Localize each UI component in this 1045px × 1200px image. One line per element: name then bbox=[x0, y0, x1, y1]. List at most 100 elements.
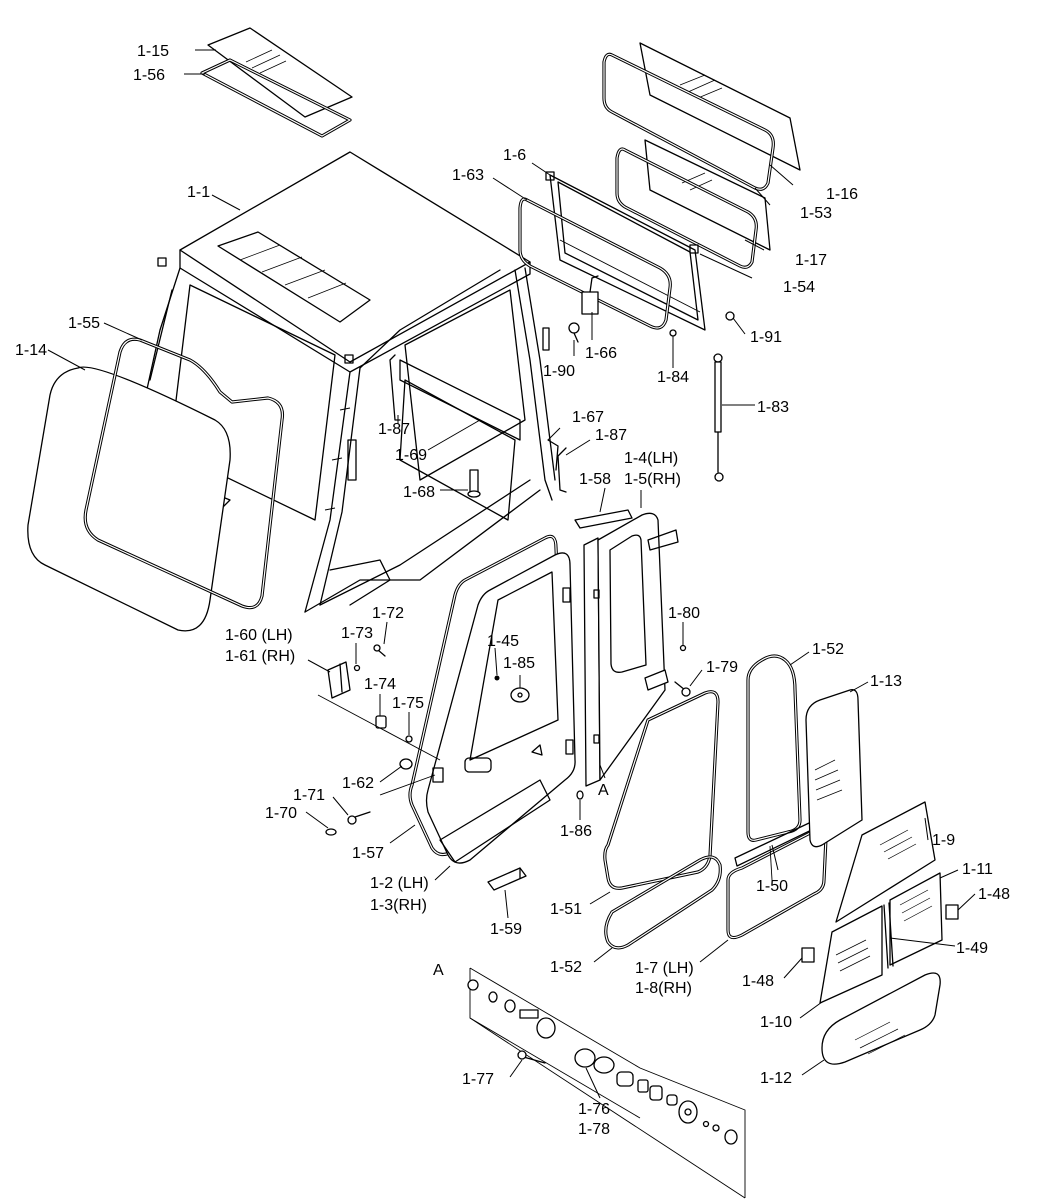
label-1-9: 1-9 bbox=[932, 832, 955, 849]
screw-1-45 bbox=[494, 675, 500, 681]
label-1-3-rh: 1-3(RH) bbox=[370, 897, 427, 914]
label-1-54: 1-54 bbox=[783, 279, 815, 296]
label-1-10: 1-10 bbox=[760, 1014, 792, 1031]
front-glass-1-14 bbox=[27, 366, 231, 632]
side-glass-1-13 bbox=[805, 689, 863, 848]
hinge-1-60 bbox=[327, 661, 351, 699]
gas-strut-1-83 bbox=[713, 353, 724, 482]
grommet-1-62 bbox=[399, 758, 413, 770]
bracket-1-80 bbox=[644, 644, 687, 691]
label-1-77: 1-77 bbox=[462, 1071, 494, 1088]
label-1-85: 1-85 bbox=[503, 655, 535, 672]
label-1-86: 1-86 bbox=[560, 823, 592, 840]
label-1-71: 1-71 bbox=[293, 787, 325, 804]
label-1-73: 1-73 bbox=[341, 625, 373, 642]
sliding-glass-1-9 bbox=[835, 801, 936, 923]
label-1-12: 1-12 bbox=[760, 1070, 792, 1087]
channel-1-49 bbox=[883, 902, 894, 969]
bracket-1-67 bbox=[547, 439, 559, 471]
part-labels: 1-15 1-56 1-1 1-55 1-14 1-6 1-63 1-16 1-… bbox=[15, 43, 1010, 1138]
label-1-90: 1-90 bbox=[543, 363, 575, 380]
label-1-78: 1-78 bbox=[578, 1121, 610, 1138]
screw-1-71 bbox=[347, 811, 371, 825]
lower-seal-1-52 bbox=[604, 855, 722, 950]
label-1-56: 1-56 bbox=[133, 67, 165, 84]
label-1-48-upper: 1-48 bbox=[978, 886, 1010, 903]
roof-glass-1-15 bbox=[207, 27, 353, 118]
sliding-glass-1-11 bbox=[889, 872, 943, 966]
bolt-1-73 bbox=[353, 664, 361, 672]
label-1-87-left: 1-87 bbox=[378, 421, 410, 438]
bolt-1-68 bbox=[467, 469, 481, 498]
label-1-72: 1-72 bbox=[372, 605, 404, 622]
label-1-87-right: 1-87 bbox=[595, 427, 627, 444]
label-1-1: 1-1 bbox=[187, 184, 210, 201]
label-1-76: 1-76 bbox=[578, 1101, 610, 1118]
label-1-67: 1-67 bbox=[572, 409, 604, 426]
label-1-5-rh: 1-5(RH) bbox=[624, 471, 681, 488]
label-1-58: 1-58 bbox=[579, 471, 611, 488]
label-1-11: 1-11 bbox=[962, 861, 993, 878]
clip-1-48-upper bbox=[945, 904, 959, 920]
bolt-1-79 bbox=[674, 681, 691, 697]
door-stop-1-59 bbox=[487, 867, 527, 891]
screw-1-90 bbox=[568, 322, 580, 343]
label-1-50: 1-50 bbox=[756, 878, 788, 895]
nut-1-91 bbox=[725, 311, 735, 321]
label-1-66: 1-66 bbox=[585, 345, 617, 362]
bushing-1-74 bbox=[375, 715, 387, 729]
roof-seal-1-56 bbox=[200, 58, 352, 138]
washer-1-75 bbox=[405, 735, 413, 743]
side-frame-1-4 bbox=[583, 512, 679, 787]
strip-1-87-right bbox=[557, 447, 567, 493]
label-1-63: 1-63 bbox=[452, 167, 484, 184]
label-1-52-upper: 1-52 bbox=[812, 641, 844, 658]
line-hinge-to-door bbox=[317, 694, 441, 761]
label-1-49: 1-49 bbox=[956, 940, 988, 957]
label-1-68: 1-68 bbox=[403, 484, 435, 501]
rear-panel-1-69 bbox=[399, 359, 521, 521]
door-1-2 bbox=[425, 552, 576, 864]
label-1-4-lh: 1-4(LH) bbox=[624, 450, 678, 467]
label-1-13: 1-13 bbox=[870, 673, 902, 690]
bolt-1-84 bbox=[669, 329, 677, 337]
bolt-1-72 bbox=[373, 644, 386, 657]
label-1-6: 1-6 bbox=[503, 147, 526, 164]
rear-window-frame-1-6 bbox=[545, 171, 706, 331]
label-1-59: 1-59 bbox=[490, 921, 522, 938]
label-1-15: 1-15 bbox=[137, 43, 169, 60]
label-1-45: 1-45 bbox=[487, 633, 519, 650]
label-1-60-lh: 1-60 (LH) bbox=[225, 627, 293, 644]
label-1-91: 1-91 bbox=[750, 329, 782, 346]
label-1-61-rh: 1-61 (RH) bbox=[225, 648, 295, 665]
callout-a-upper: A bbox=[598, 782, 609, 799]
washer-1-85 bbox=[510, 687, 530, 703]
label-1-14: 1-14 bbox=[15, 342, 47, 359]
callout-a-lower: A bbox=[433, 962, 444, 979]
label-1-8-rh: 1-8(RH) bbox=[635, 980, 692, 997]
detail-a-panel bbox=[467, 967, 746, 1199]
label-1-75: 1-75 bbox=[392, 695, 424, 712]
latch-1-66 bbox=[581, 275, 599, 315]
label-1-79: 1-79 bbox=[706, 659, 738, 676]
label-1-84: 1-84 bbox=[657, 369, 689, 386]
strip-1-87-left bbox=[389, 354, 401, 421]
rear-window-seal-1-63 bbox=[518, 197, 672, 330]
label-1-55: 1-55 bbox=[68, 315, 100, 332]
label-1-16: 1-16 bbox=[826, 186, 858, 203]
label-1-83: 1-83 bbox=[757, 399, 789, 416]
door-seal-1-57 bbox=[408, 534, 567, 857]
side-strip-1-58 bbox=[574, 509, 633, 529]
clip-1-48-lower bbox=[801, 947, 815, 963]
washer-1-70 bbox=[325, 828, 337, 836]
rear-seal-1-54 bbox=[615, 147, 758, 269]
latch-parts bbox=[379, 767, 444, 796]
label-1-80: 1-80 bbox=[668, 605, 700, 622]
side-seal-1-51 bbox=[603, 690, 720, 890]
upper-seal-1-52 bbox=[746, 654, 802, 842]
leader-lines bbox=[47, 49, 976, 1099]
label-1-51: 1-51 bbox=[550, 901, 582, 918]
sliding-glass-1-10 bbox=[819, 905, 883, 1004]
label-1-17: 1-17 bbox=[795, 252, 827, 269]
